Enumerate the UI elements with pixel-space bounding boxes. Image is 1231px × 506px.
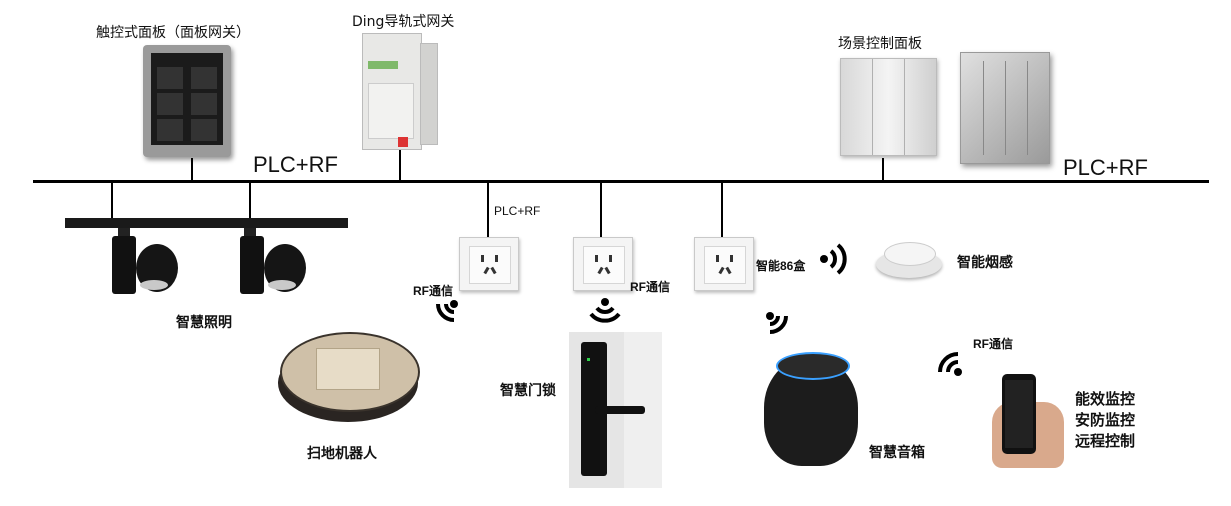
smart-lighting-label: 智慧照明 [176, 315, 232, 331]
connector-touch-panel [191, 158, 193, 181]
signal-icon-speaker [766, 312, 788, 334]
track-rail [65, 218, 348, 228]
connector-scene-panel [882, 158, 884, 181]
rf-comm-label-2: RF通信 [630, 280, 670, 294]
robot-vacuum-image [278, 330, 420, 422]
plc-rf-label-left: PLC+RF [253, 152, 338, 177]
socket-2 [573, 237, 633, 291]
scene-panel-image-gray [960, 52, 1050, 164]
signal-icon-socket1 [436, 300, 458, 322]
plc-rf-bus-line [33, 180, 1209, 183]
app-function-security: 安防监控 [1075, 411, 1136, 429]
smart-smoke-label: 智能烟感 [957, 255, 1013, 271]
app-function-energy: 能效监控 [1075, 390, 1136, 408]
connector-light-1 [111, 183, 113, 218]
scene-panel-label: 场景控制面板 [838, 36, 922, 52]
smart-86-box-label: 智能86盒 [756, 259, 806, 273]
signal-icon-86box [820, 243, 847, 275]
signal-icon-socket2 [589, 298, 621, 323]
connector-light-2 [249, 183, 251, 218]
plc-rf-label-right: PLC+RF [1063, 155, 1148, 180]
smart-door-lock-label: 智慧门锁 [500, 383, 556, 399]
smart-speaker-image [764, 352, 858, 467]
ding-gateway-label: Ding导轨式网关 [352, 14, 455, 30]
signal-icon-phone [938, 352, 962, 376]
plc-rf-label-small: PLC+RF [494, 204, 541, 218]
app-function-remote: 远程控制 [1075, 432, 1136, 450]
touch-panel-label: 触控式面板（面板网关） [96, 25, 250, 41]
connector-ding-gateway [399, 148, 401, 181]
connector-socket-2 [600, 183, 602, 237]
connector-socket-1 [487, 183, 489, 237]
ding-gateway-image [362, 33, 438, 150]
rf-comm-label-3: RF通信 [973, 337, 1013, 351]
rf-comm-label-1: RF通信 [413, 284, 453, 298]
socket-1 [459, 237, 519, 291]
track-light-2 [240, 228, 310, 298]
track-light-1 [108, 228, 178, 298]
smart-speaker-label: 智慧音箱 [869, 445, 925, 461]
connector-socket-3 [721, 183, 723, 237]
sweeping-robot-label: 扫地机器人 [307, 446, 377, 462]
phone-app-image [992, 372, 1064, 468]
door-lock-image [569, 332, 662, 488]
smoke-detector-image [876, 238, 942, 282]
socket-3 [694, 237, 754, 291]
touch-panel-image [143, 45, 231, 157]
scene-panel-image-silver [840, 58, 937, 156]
